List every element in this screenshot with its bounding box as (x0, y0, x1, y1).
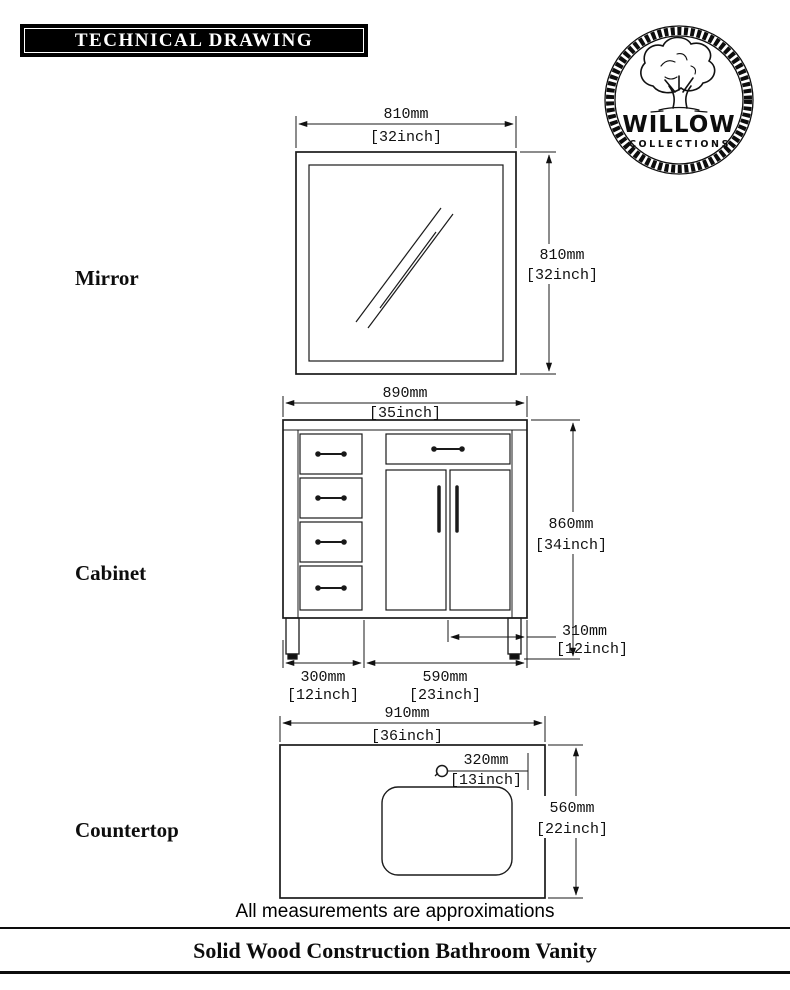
right-door (449, 469, 511, 611)
drawer (299, 565, 363, 611)
countertop-depth-label-mask (534, 796, 614, 838)
left-leg (285, 617, 300, 655)
cabinet-height-label-mask (532, 512, 612, 554)
drawer-stack (299, 433, 363, 611)
cabinet-door-dimension (447, 620, 556, 668)
cabinet-width-dimension (282, 396, 528, 417)
sink-cutout (381, 786, 513, 876)
countertop-width-mm-text: 910mm (384, 705, 429, 722)
mirror-width-dimension (295, 116, 517, 148)
cabinet-width-in-text: [35inch] (369, 405, 441, 422)
countertop-width-in-text: [36inch] (371, 728, 443, 745)
drawer-handles (315, 451, 347, 591)
cabinet-width-mm-text: 890mm (382, 385, 427, 402)
cabinet-door-mm-text: 310mm (562, 623, 607, 640)
logo-inner-ring (614, 35, 744, 165)
product-title: Solid Wood Construction Bathroom Vanity (193, 938, 597, 963)
cabinet-right-in-text: [23inch] (409, 687, 481, 704)
mirror-reflection-marks (355, 207, 454, 329)
drawer (299, 521, 363, 563)
mirror-drawing (295, 116, 556, 375)
logo-rope-ring (606, 27, 752, 173)
countertop-depth-mm-text: 560mm (549, 800, 594, 817)
logo-outer-ring (604, 25, 754, 175)
drawer (299, 433, 363, 475)
mirror-width-in-text: [32inch] (370, 129, 442, 146)
top-drawer-handle (431, 446, 465, 452)
left-door (385, 469, 447, 611)
faucet-hole (435, 764, 449, 778)
page-title: TECHNICAL DRAWING (74, 29, 314, 51)
header-bar: TECHNICAL DRAWING (20, 24, 368, 57)
cabinet-door-in-text: [12inch] (556, 641, 628, 658)
left-leg-foot (287, 653, 298, 660)
cabinet-right-mm-text: 590mm (422, 669, 467, 686)
mirror-section-label: Mirror (75, 266, 139, 290)
logo-subtitle-text: COLLECTIONS (629, 139, 731, 150)
faucet-dimension (448, 753, 529, 790)
divider-line-bottom (0, 971, 790, 974)
willow-collections-logo: WILLOW COLLECTIONS (601, 24, 757, 180)
cabinet-height-in-text: [34inch] (535, 537, 607, 554)
right-leg-foot (509, 653, 520, 660)
mirror-height-label-mask (522, 244, 602, 284)
faucet-hole-tick (434, 772, 439, 777)
door-handles (437, 485, 459, 533)
willow-tree-icon (640, 36, 716, 113)
cabinet-height-mm-text: 860mm (548, 516, 593, 533)
faucet-mm-text: 320mm (463, 752, 508, 769)
mirror-frame (295, 151, 517, 375)
mirror-height-in-text: [32inch] (526, 267, 598, 284)
countertop-section-label: Countertop (75, 818, 179, 842)
cabinet-body (282, 419, 528, 619)
cabinet-left-in-text: [12inch] (287, 687, 359, 704)
faucet-in-text: [13inch] (450, 772, 522, 789)
mirror-width-mm-text: 810mm (383, 106, 428, 123)
drawer (299, 477, 363, 519)
divider-line-top (0, 927, 790, 929)
logo-svg: WILLOW COLLECTIONS (604, 25, 754, 175)
countertop-width-dimension (279, 716, 546, 742)
countertop-drawing (279, 716, 583, 899)
cabinet-left-mm-text: 300mm (300, 669, 345, 686)
cabinet-legs (285, 617, 522, 660)
logo-name-text: WILLOW (622, 112, 735, 138)
countertop-depth-in-text: [22inch] (536, 821, 608, 838)
right-leg (507, 617, 522, 655)
cabinet-bottom-dimensions (282, 620, 525, 668)
header-bar-inner: TECHNICAL DRAWING (24, 28, 364, 53)
top-drawer (385, 433, 511, 465)
cabinet-section-label: Cabinet (75, 561, 147, 585)
mirror-glass (308, 164, 504, 362)
mirror-height-mm-text: 810mm (539, 247, 584, 264)
measurements-note: All measurements are approximations (235, 901, 555, 922)
